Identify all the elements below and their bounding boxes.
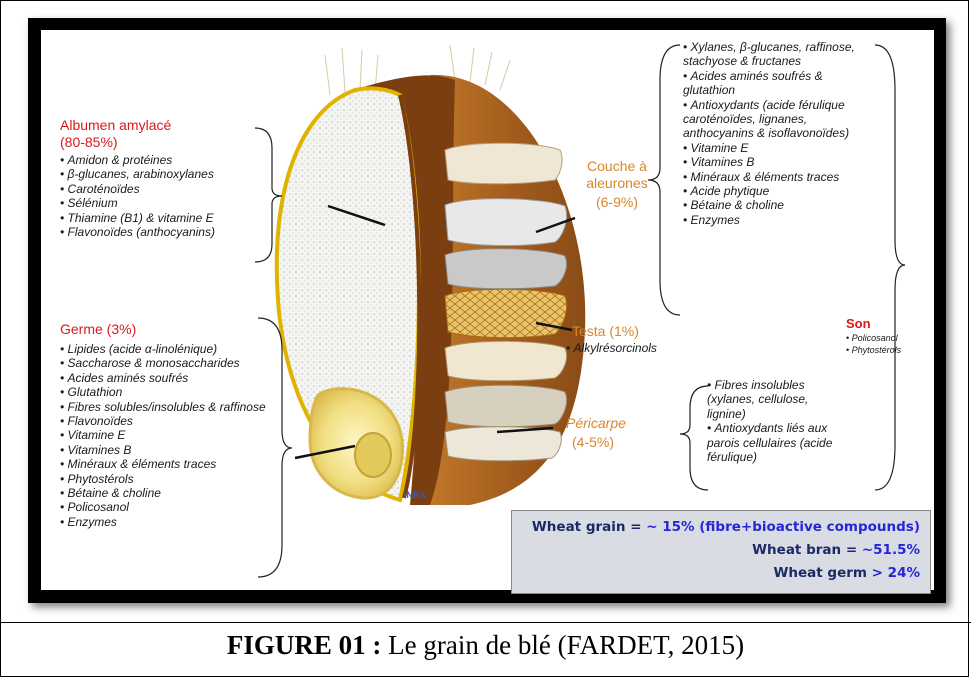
albumen-list: Amidon & protéines β-glucanes, arabinoxy… [60,153,265,239]
list-item: Fibres solubles/insolubles & raffinose [60,400,278,414]
list-item: Enzymes [683,213,863,227]
son-title: Son [846,315,871,332]
stat-bran: Wheat bran = ~51.5% [752,542,920,558]
pericarpe-title: Péricarpe [566,415,626,432]
list-item: Phytostérols [60,472,278,486]
stat-grain: Wheat grain = ~ 15% (fibre+bioactive com… [532,519,920,535]
list-item: Phytostérols [846,344,936,356]
list-item: Vitamine E [683,141,863,155]
list-item: Acides aminés soufrés [60,371,278,385]
list-item: Vitamine E [60,428,278,442]
pericarpe-list: Fibres insolubles (xylanes, cellulose, l… [707,378,847,464]
list-item: Vitamines B [60,443,278,457]
albumen-pct: (80-85%) [60,134,118,151]
list-item: Amidon & protéines [60,153,265,167]
list-item: Saccharose & monosaccharides [60,356,278,370]
list-item: Antioxydants liés aux parois cellulaires… [707,421,847,464]
list-item: Acides aminés soufrés & glutathion [683,69,863,98]
list-item: Minéraux & éléments traces [683,170,863,184]
son-list: Policosanol Phytostérols [846,332,936,356]
list-item: Caroténoïdes [60,182,265,196]
stat-bran-value: ~51.5% [862,542,920,558]
list-item: Antioxydants (acide férulique caroténoïd… [683,98,863,141]
stat-grain-value: ~ 15% (fibre+bioactive compounds) [646,519,920,535]
stat-germ-label: Wheat germ [774,565,872,581]
testa-list: Alkylrésorcinols [566,341,726,355]
list-item: Flavonoïdes (anthocyanins) [60,225,265,239]
germe-list: Lipides (acide α-linolénique) Saccharose… [60,342,278,529]
stats-box: Wheat grain = ~ 15% (fibre+bioactive com… [511,510,931,594]
list-item: Policosanol [60,500,278,514]
aleurone-title: Couche à aleurones [572,158,662,192]
list-item: Enzymes [60,515,278,529]
aleurone-list: Xylanes, β-glucanes, raffinose, stachyos… [683,40,863,227]
stat-bran-label: Wheat bran = [752,542,862,558]
testa-title: Testa (1%) [572,323,639,340]
caption-label: FIGURE 01 : [227,630,382,660]
stat-germ: Wheat germ > 24% [774,565,921,581]
albumen-title: Albumen amylacé [60,117,171,134]
list-item: Vitamines B [683,155,863,169]
aleurone-pct: (6-9%) [572,194,662,211]
list-item: Sélénium [60,196,265,210]
list-item: Minéraux & éléments traces [60,457,278,471]
list-item: Policosanol [846,332,936,344]
list-item: β-glucanes, arabinoxylanes [60,167,265,181]
list-item: Flavonoïdes [60,414,278,428]
list-item: Fibres insolubles (xylanes, cellulose, l… [707,378,847,421]
list-item: Bétaine & choline [683,198,863,212]
stat-grain-label: Wheat grain = [532,519,646,535]
list-item: Xylanes, β-glucanes, raffinose, stachyos… [683,40,863,69]
pericarpe-pct: (4-5%) [572,434,614,451]
caption-divider [0,622,971,623]
list-item: Glutathion [60,385,278,399]
list-item: Acide phytique [683,184,863,198]
stat-germ-value: > 24% [872,565,920,581]
inra-credit: INRA [404,490,426,500]
germe-title: Germe (3%) [60,321,136,338]
list-item: Bétaine & choline [60,486,278,500]
list-item: Lipides (acide α-linolénique) [60,342,278,356]
list-item: Alkylrésorcinols [566,341,726,355]
list-item: Thiamine (B1) & vitamine E [60,211,265,225]
caption-text: Le grain de blé (FARDET, 2015) [381,630,744,660]
figure-caption: FIGURE 01 : Le grain de blé (FARDET, 201… [0,630,971,661]
